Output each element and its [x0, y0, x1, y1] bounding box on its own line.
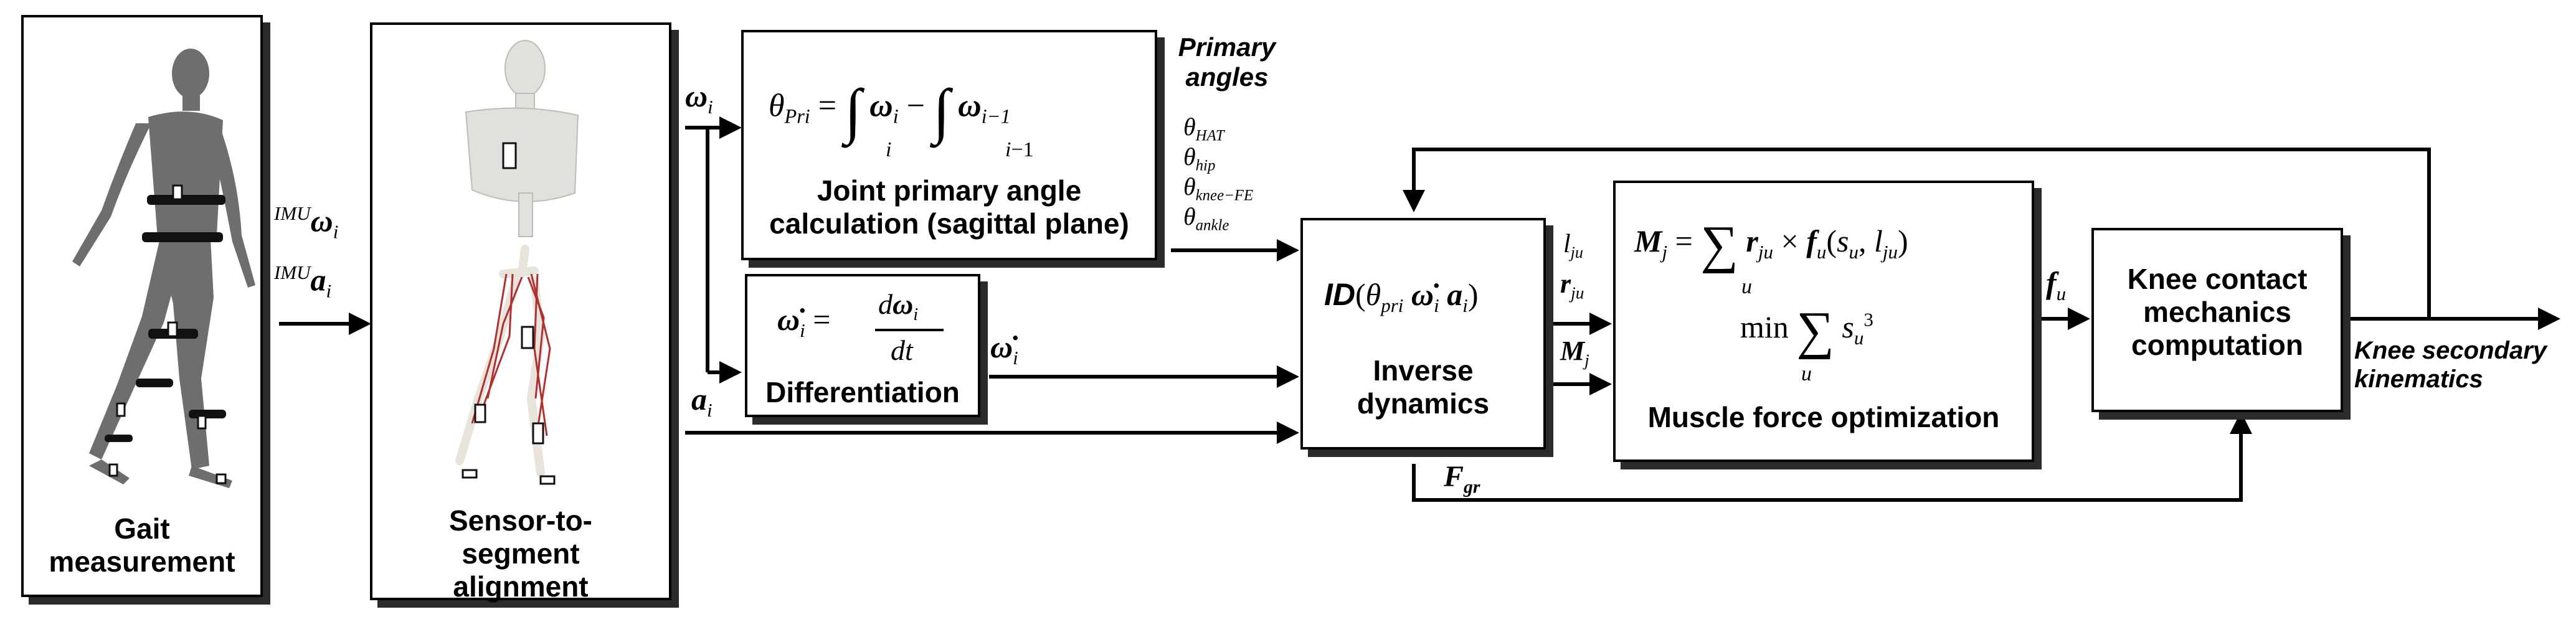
imu-omega-label: IMUωi	[274, 202, 339, 243]
inverse-dynamics-equation: ID(θpri ω̇i ai)	[1324, 277, 1479, 316]
knee-contact-label: Knee contact mechanics computation	[2127, 263, 2308, 361]
sensor-alignment-box: Sensor-to- segment alignment	[370, 22, 671, 603]
gait-measurement-label: Gait measurement	[49, 512, 235, 578]
muscle-force-signal-label: fu	[2046, 265, 2067, 304]
skeleton-model-icon	[455, 40, 579, 485]
sum-index-u-2: u	[1801, 362, 1812, 385]
joint-angle-label: Joint primary angle calculation (sagitta…	[769, 174, 1129, 240]
moment-equation: Mj = ∑ rju × fu(su, lju)	[1634, 215, 1908, 274]
differentiation-equation: ω̇i =	[777, 302, 831, 341]
sum-index-u-1: u	[1741, 275, 1752, 298]
integral-lower-limit-i-minus-1: i−1	[1005, 138, 1034, 161]
omega-label: ωi	[685, 78, 713, 118]
sensor-alignment-label: Sensor-to- segment alignment	[449, 504, 592, 603]
angle-theta-ankle: θankle	[1183, 202, 1229, 234]
fgr-line	[1412, 412, 2252, 502]
moment-arm-label: rju	[1560, 268, 1584, 303]
primary-angle-equation: θPri = ∫ ωi − ∫ ωi−1	[769, 77, 1011, 145]
joint-angle-box: θPri = ∫ ωi − ∫ ωi−1 i i−1 Joint primary…	[741, 30, 1157, 260]
imu-accel-label: IMUai	[274, 262, 332, 302]
angle-theta-hat: θHAT	[1183, 113, 1224, 144]
walking-figure-icon	[72, 49, 255, 488]
fraction-denominator: dt	[891, 334, 913, 366]
fraction-bar	[875, 329, 944, 331]
differentiation-box: ω̇i = dωi dt Differentiation	[745, 274, 980, 417]
moment-label: Mj	[1560, 336, 1589, 370]
accel-label: ai	[691, 382, 713, 421]
integral-lower-limit-i: i	[886, 138, 892, 161]
omega-dot-label: ω̇i	[990, 329, 1018, 369]
inverse-dynamics-label: Inverse dynamics	[1357, 354, 1490, 420]
angle-theta-knee: θknee−FE	[1183, 172, 1254, 204]
inverse-dynamics-box: ID(θpri ω̇i ai) Inverse dynamics	[1300, 218, 1546, 450]
knee-contact-box: Knee contact mechanics computation	[2091, 228, 2343, 412]
muscle-length-label: lju	[1563, 230, 1583, 262]
angle-sub-hip: hip	[1195, 157, 1216, 174]
angle-sub-ankle: ankle	[1195, 217, 1229, 234]
angle-sub-hat: HAT	[1195, 127, 1224, 144]
feedback-line	[1403, 148, 2431, 319]
fraction-numerator: dωi	[878, 288, 919, 324]
muscle-force-label: Muscle force optimization	[1647, 401, 2000, 433]
gait-measurement-box: Gait measurement	[21, 15, 263, 597]
angle-sub-knee: knee−FE	[1195, 187, 1254, 204]
knee-secondary-annotation: Knee secondary kinematics	[2354, 337, 2547, 393]
differentiation-label: Differentiation	[765, 376, 960, 408]
angle-theta-hip: θhip	[1183, 143, 1216, 174]
ground-reaction-label: Fgr	[1444, 460, 1480, 497]
primary-angles-annotation: Primary angles	[1178, 32, 1276, 92]
torso-sensor-icon	[502, 142, 517, 169]
optimization-objective: min ∑ su3	[1740, 301, 1873, 360]
muscle-force-box: Mj = ∑ rju × fu(su, lju) u min ∑ su3 u M…	[1613, 181, 2034, 462]
